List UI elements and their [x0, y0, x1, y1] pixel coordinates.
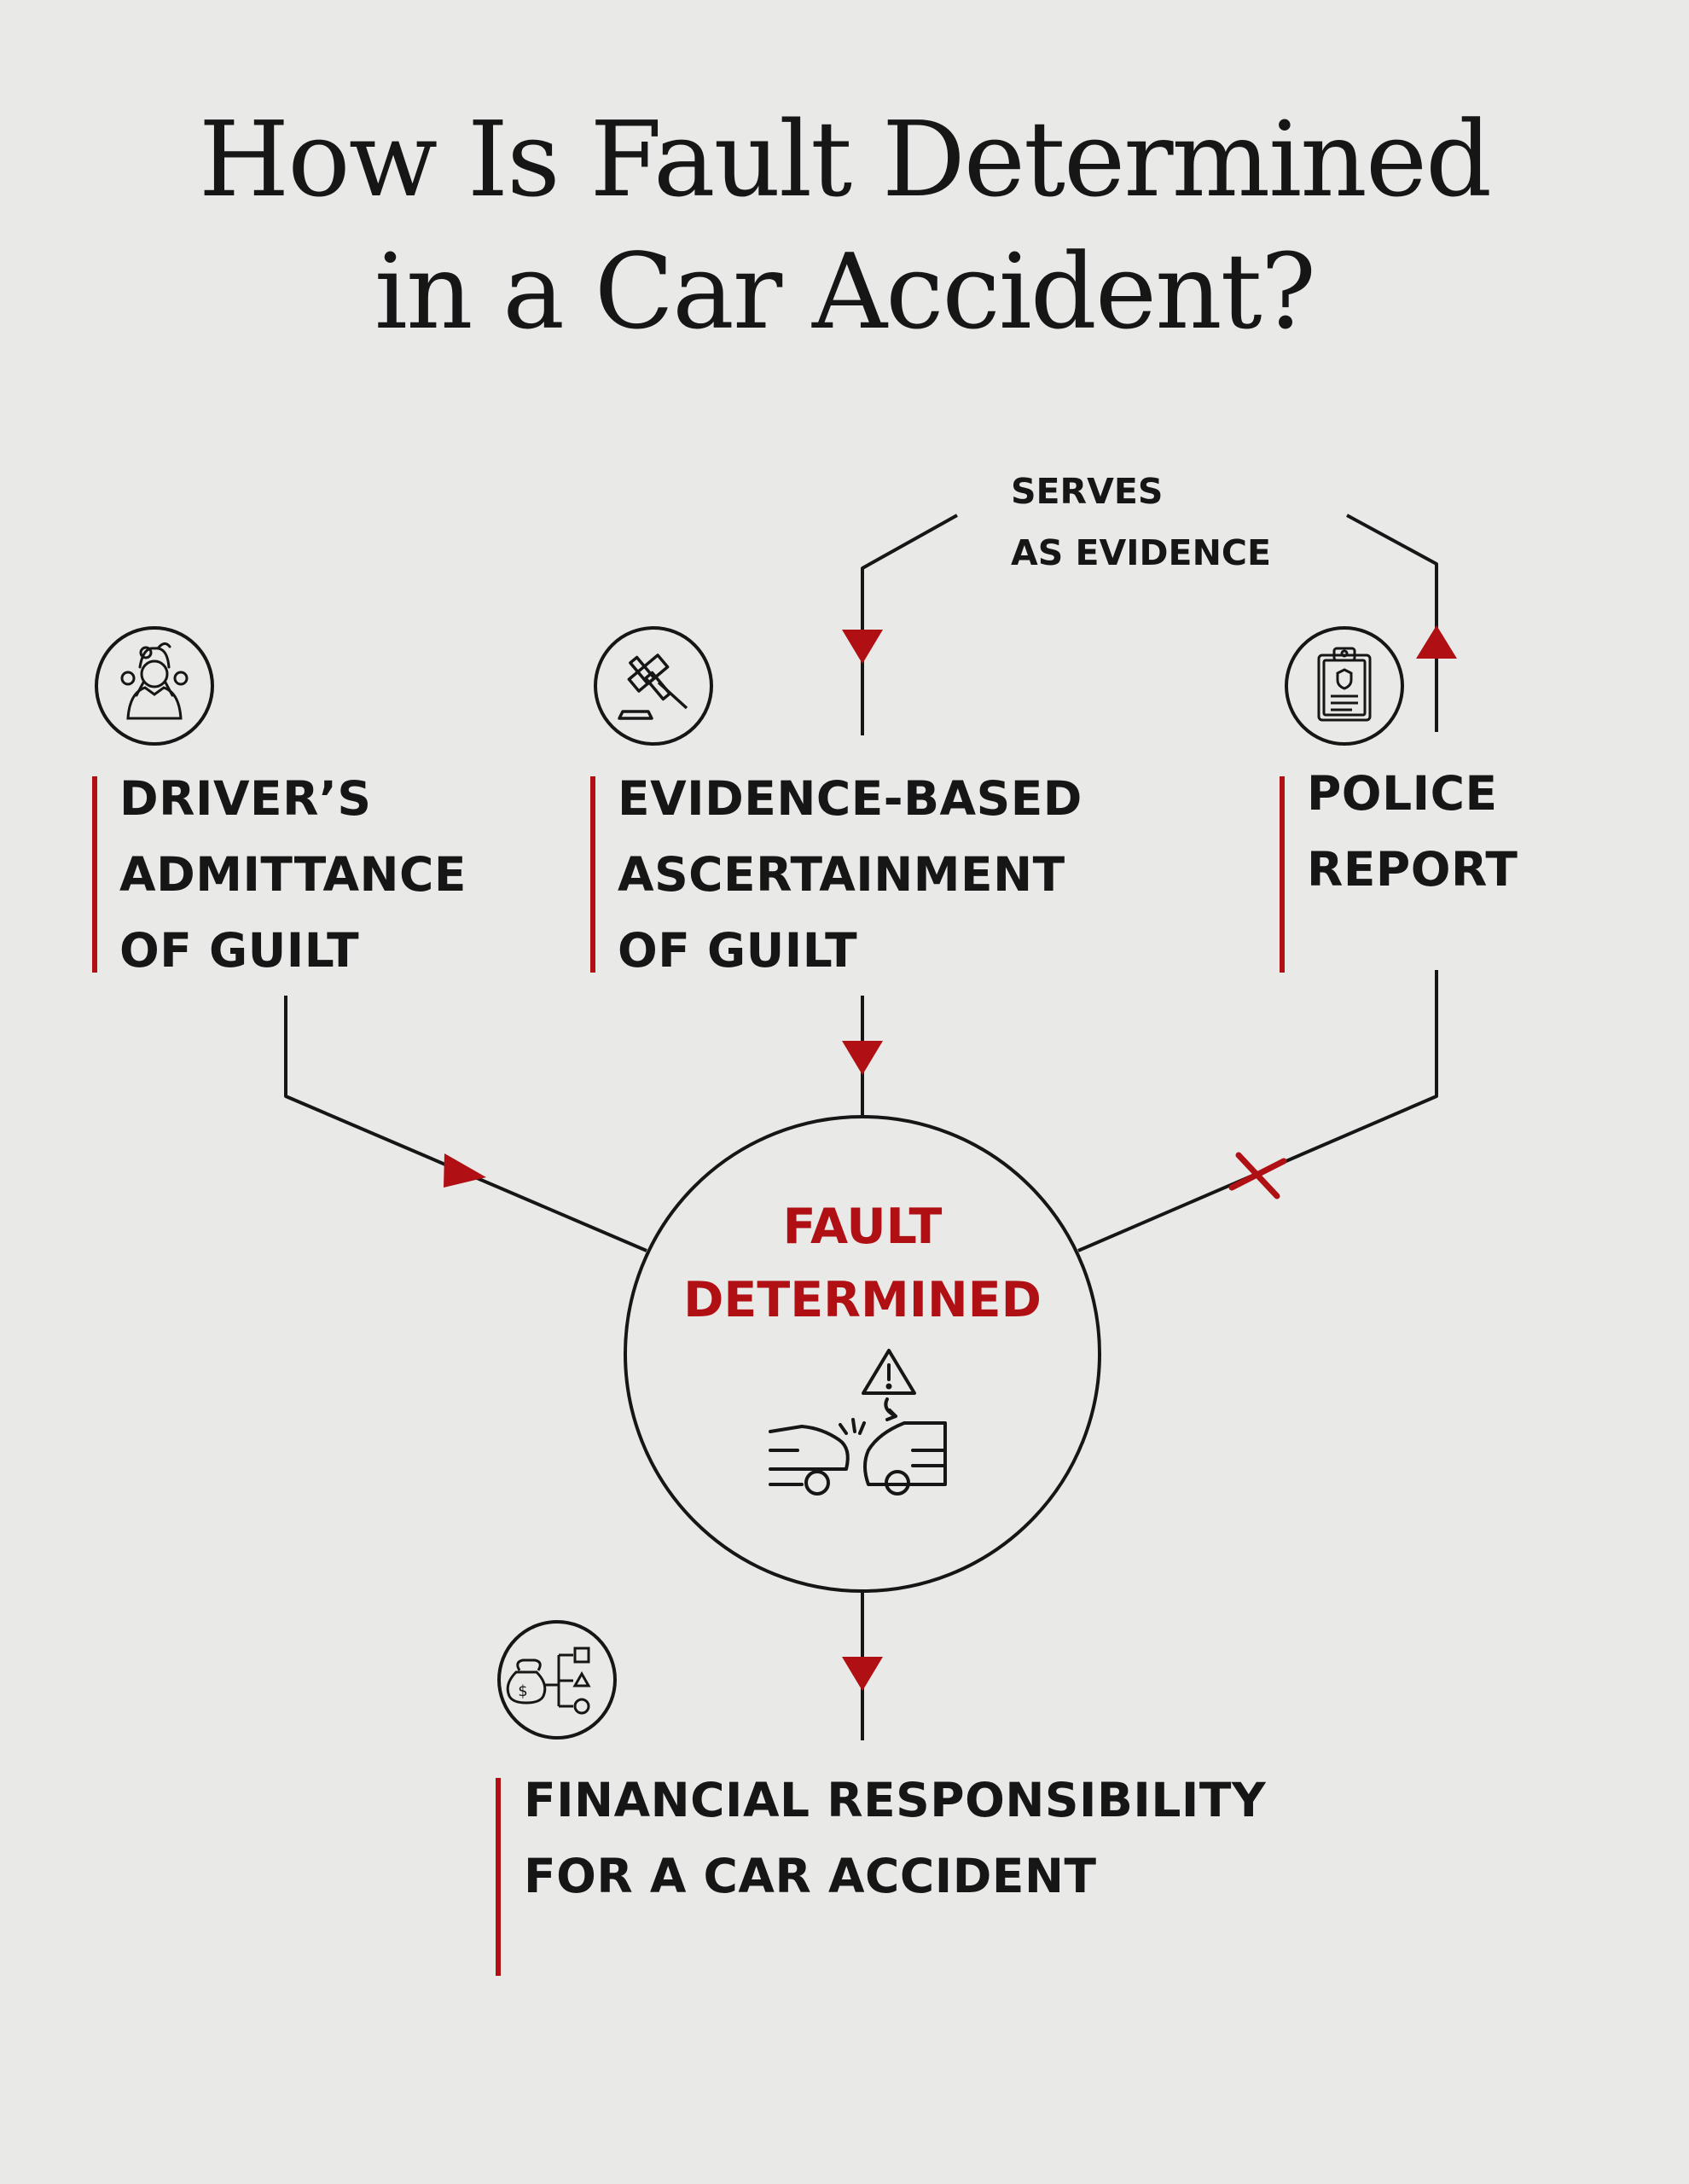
evidence-connector-left [861, 514, 958, 735]
node-evidence-based: EVIDENCE-BASED ASCERTAINMENT OF GUILT [618, 761, 1082, 989]
connector-police-to-center [1077, 970, 1438, 1252]
label-line: ASCERTAINMENT [618, 847, 1065, 902]
accent-bar-police [1280, 776, 1285, 973]
arrowhead-drivers [444, 1153, 486, 1188]
accent-bar-financial [496, 1778, 501, 1976]
evidence-connector-right [1346, 514, 1438, 732]
stressed-person-icon [120, 642, 189, 720]
title-line-1: How Is Fault Determined [198, 99, 1492, 220]
rejected-x-mark [1228, 1152, 1287, 1199]
label-line: OF GUILT [119, 923, 360, 978]
fault-determined-label: FAULT DETERMINED [625, 1190, 1100, 1337]
arrowhead-up-police [1416, 625, 1457, 659]
label-line: EVIDENCE-BASED [618, 771, 1082, 826]
accent-bar-drivers [92, 776, 97, 973]
icon-ring-drivers [95, 626, 214, 746]
page-title: How Is Fault Determined in a Car Acciden… [0, 94, 1689, 358]
accent-bar-evidence [590, 776, 595, 973]
gavel-icon [618, 653, 688, 720]
label-line: OF GUILT [618, 923, 858, 978]
car-crash-warning-icon [769, 1349, 947, 1496]
arrowhead-down-financial [842, 1657, 883, 1691]
label-line: FOR A CAR ACCIDENT [524, 1849, 1097, 1903]
money-bag-flowchart-icon: $ [506, 1647, 591, 1715]
serves-as-evidence-note: SERVES AS EVIDENCE [1011, 461, 1271, 584]
fault-determined-circle [624, 1115, 1101, 1593]
center-line: FAULT [782, 1199, 943, 1255]
note-line: SERVES [1011, 471, 1164, 512]
label-line: FINANCIAL RESPONSIBILITY [524, 1773, 1267, 1827]
node-police-report: POLICE REPORT [1307, 756, 1518, 908]
icon-ring-financial [497, 1620, 617, 1740]
node-drivers-admittance: DRIVER’S ADMITTANCE OF GUILT [119, 761, 467, 989]
label-line: DRIVER’S [119, 771, 372, 826]
connector-drivers-to-center [284, 996, 647, 1252]
police-report-clipboard-icon [1317, 647, 1372, 722]
icon-ring-evidence [594, 626, 713, 746]
title-line-2: in a Car Accident? [374, 231, 1316, 352]
arrowhead-down-evidence-top [842, 630, 883, 664]
node-financial-responsibility: FINANCIAL RESPONSIBILITY FOR A CAR ACCID… [524, 1763, 1266, 1914]
svg-text:$: $ [518, 1682, 527, 1700]
label-line: POLICE [1307, 766, 1498, 821]
icon-ring-police [1285, 626, 1404, 746]
label-line: ADMITTANCE [119, 847, 467, 902]
center-line: DETERMINED [683, 1272, 1042, 1328]
note-line: AS EVIDENCE [1011, 532, 1271, 573]
label-line: REPORT [1307, 842, 1518, 897]
arrowhead-down-evidence-bottom [842, 1041, 883, 1075]
